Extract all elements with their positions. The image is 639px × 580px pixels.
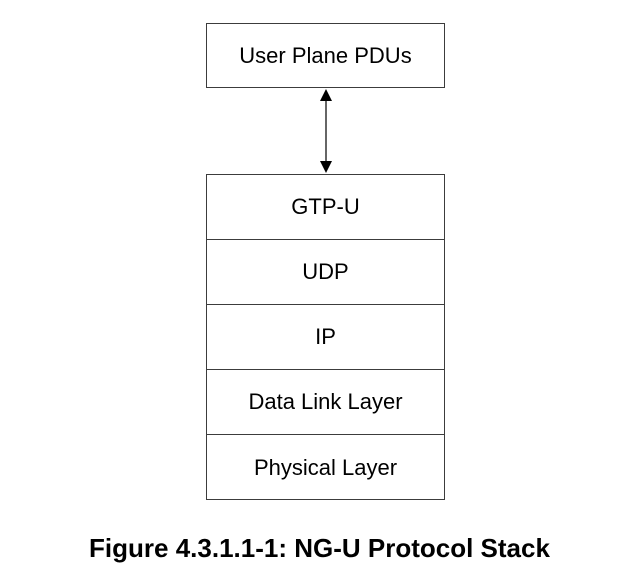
layer-label: Data Link Layer: [248, 389, 403, 414]
bidirectional-arrow-icon: [320, 89, 332, 173]
protocol-stack: GTP-U UDP IP Data Link Layer Physical La…: [206, 174, 445, 500]
layer-physical: Physical Layer: [207, 435, 444, 500]
user-plane-pdus-label: User Plane PDUs: [239, 42, 412, 68]
user-plane-pdus-box: User Plane PDUs: [206, 23, 445, 88]
layer-gtp-u: GTP-U: [207, 175, 444, 240]
layer-ip: IP: [207, 305, 444, 370]
figure-caption: Figure 4.3.1.1-1: NG-U Protocol Stack: [89, 533, 550, 563]
layer-udp: UDP: [207, 240, 444, 305]
layer-label: UDP: [302, 259, 349, 284]
layer-data-link: Data Link Layer: [207, 370, 444, 435]
layer-label: GTP-U: [291, 194, 360, 219]
layer-label: Physical Layer: [253, 454, 398, 480]
layer-label: IP: [315, 324, 336, 349]
